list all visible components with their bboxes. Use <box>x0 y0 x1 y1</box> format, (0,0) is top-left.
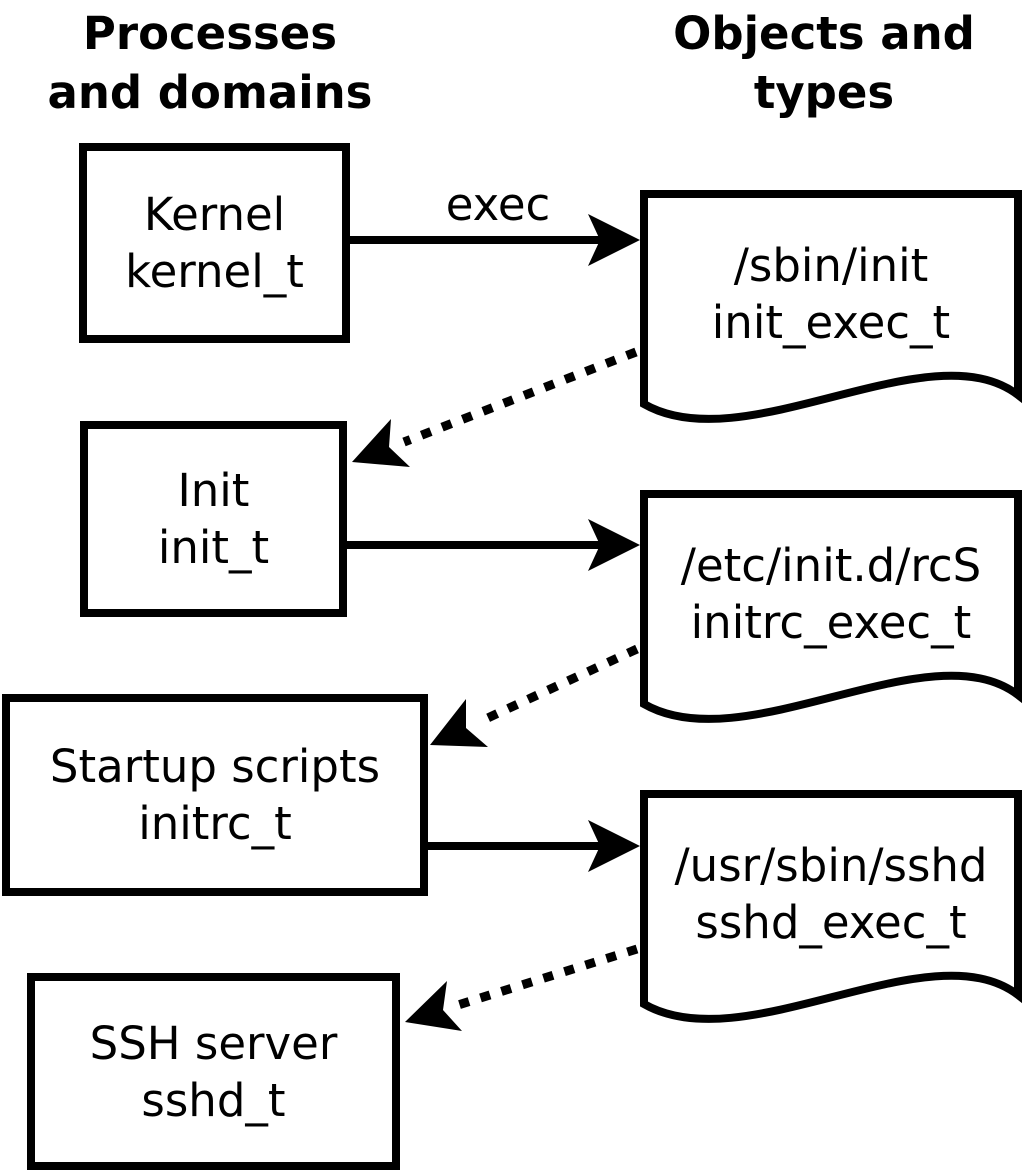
left-header-line1: Processes <box>82 7 338 60</box>
object-doc-text: /etc/init.d/rcS initrc_exec_t <box>640 500 1022 688</box>
object-doc-usr-sbin-sshd: /usr/sbin/sshd sshd_exec_t <box>640 790 1022 1042</box>
object-doc-text: /usr/sbin/sshd sshd_exec_t <box>640 800 1022 988</box>
arrow-line-dotted <box>402 347 638 447</box>
arrowhead-icon <box>588 214 640 266</box>
object-doc-sbin-init: /sbin/init init_exec_t <box>640 190 1022 442</box>
process-label: Kernel <box>143 188 286 241</box>
process-box-kernel: Kernel kernel_t <box>79 143 350 343</box>
exec-arrow-label: exec <box>445 178 551 231</box>
process-type: sshd_t <box>141 1073 286 1127</box>
process-box-ssh-server: SSH server sshd_t <box>27 973 400 1170</box>
solid-arrow-startup-to-sshd <box>428 820 640 872</box>
dotted-arrow-sbin-init-to-init <box>352 347 638 467</box>
object-path: /sbin/init <box>733 239 929 292</box>
document-outline <box>640 790 1022 1023</box>
document-shape-icon <box>640 490 1022 723</box>
process-box-kernel-text: Kernel kernel_t <box>125 186 304 300</box>
process-box-startup-scripts: Startup scripts initrc_t <box>2 694 428 896</box>
process-label: SSH server <box>89 1016 338 1070</box>
object-doc-etc-initd-rcs: /etc/init.d/rcS initrc_exec_t <box>640 490 1022 742</box>
document-outline <box>640 190 1022 423</box>
arrowhead-icon <box>405 981 462 1031</box>
process-box-startup-text: Startup scripts initrc_t <box>50 738 380 852</box>
right-header-line2: types <box>753 66 895 119</box>
right-header-line1: Objects and <box>673 7 975 60</box>
process-box-init: Init init_t <box>80 421 347 617</box>
arrowhead-icon <box>588 519 640 571</box>
process-box-ssh-text: SSH server sshd_t <box>90 1015 338 1129</box>
arrow-line-dotted <box>477 644 639 727</box>
arrowhead-icon <box>588 820 640 872</box>
dotted-arrow-sshd-to-ssh-server <box>405 944 639 1031</box>
right-column-header: Objects and types <box>618 4 1024 122</box>
arrow-line-dotted <box>456 944 639 1010</box>
object-doc-text: /sbin/init init_exec_t <box>640 200 1022 388</box>
document-outline <box>640 490 1022 723</box>
dotted-arrow-rcs-to-startup <box>430 644 639 747</box>
arrowhead-icon <box>430 699 488 747</box>
process-box-init-text: Init init_t <box>158 462 269 576</box>
process-label: Init <box>177 464 250 517</box>
object-path: /etc/init.d/rcS <box>680 539 982 592</box>
object-type: initrc_exec_t <box>690 596 972 649</box>
left-header-line2: and domains <box>47 66 373 119</box>
document-shape-icon <box>640 190 1022 423</box>
object-type: init_exec_t <box>711 296 951 349</box>
process-type: init_t <box>157 521 270 574</box>
document-shape-icon <box>640 790 1022 1023</box>
solid-arrow-init-to-rcs <box>347 519 640 571</box>
left-column-header: Processes and domains <box>0 4 428 122</box>
object-type: sshd_exec_t <box>695 896 967 949</box>
process-type: initrc_t <box>138 797 292 850</box>
process-label: Startup scripts <box>49 740 381 793</box>
process-type: kernel_t <box>125 245 304 298</box>
arrowhead-icon <box>352 419 410 467</box>
object-path: /usr/sbin/sshd <box>674 839 988 892</box>
